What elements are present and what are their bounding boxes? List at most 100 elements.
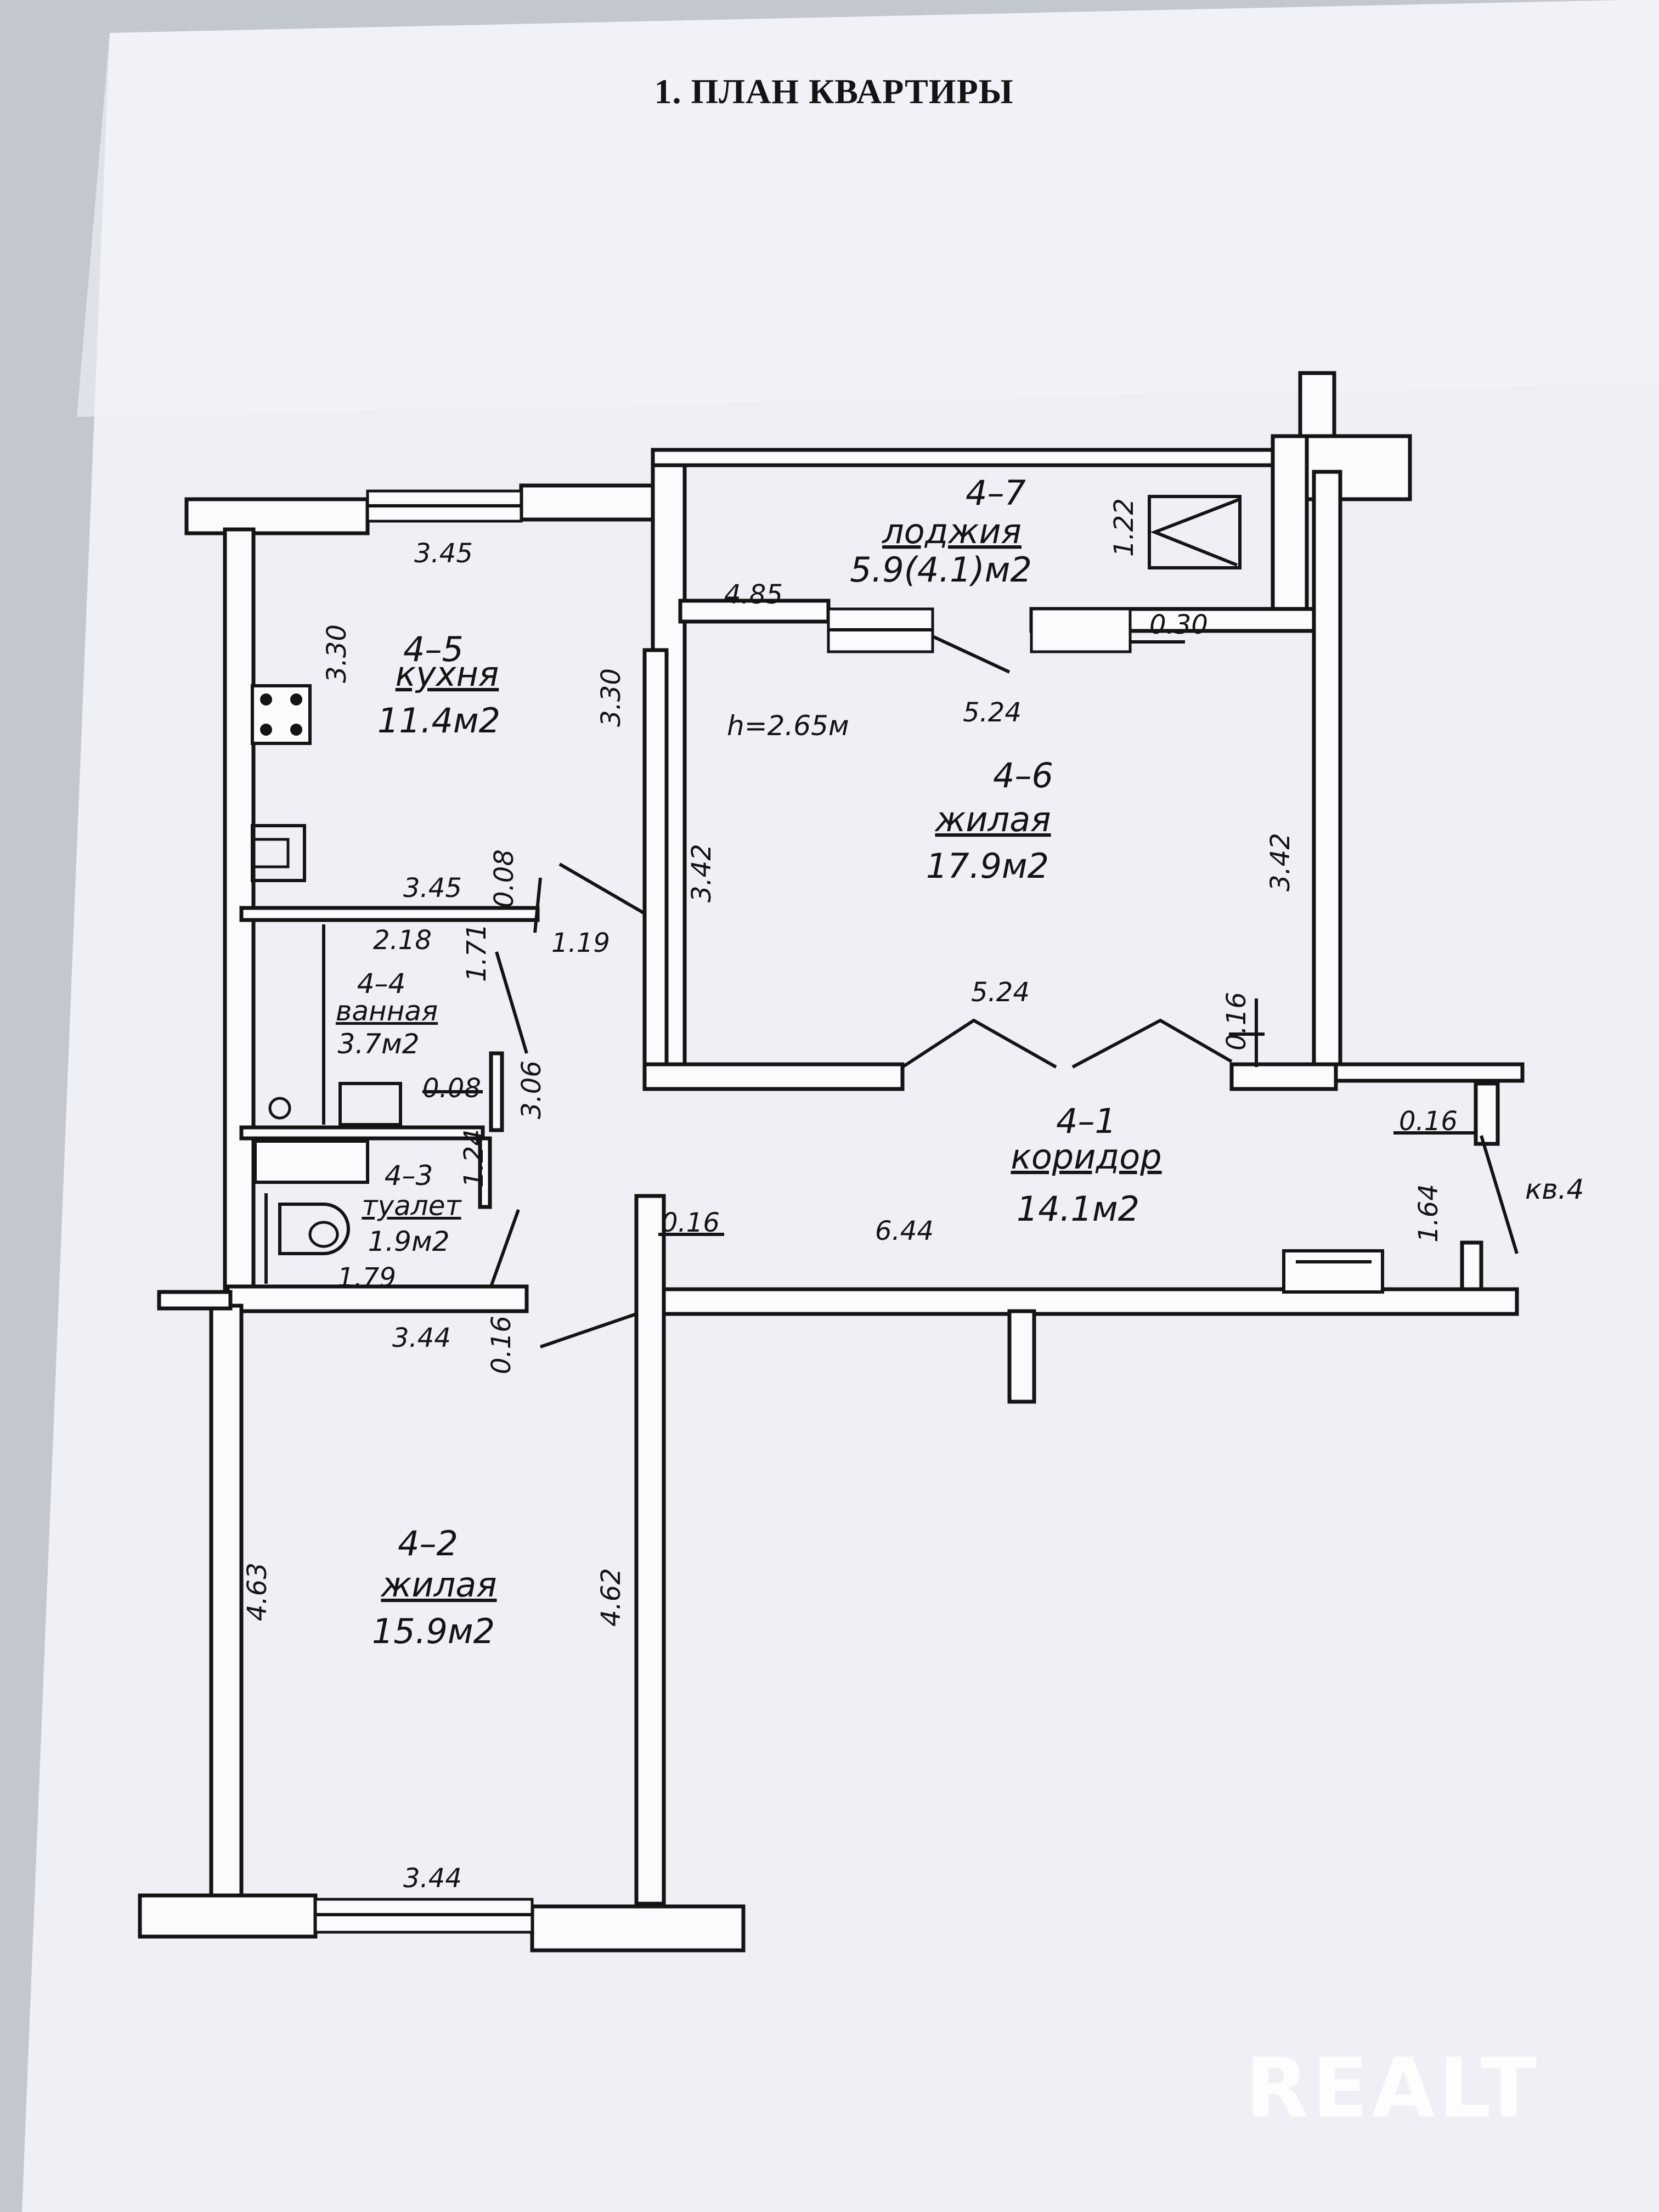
doors <box>489 635 1519 1348</box>
toilet-bowl <box>278 1203 350 1255</box>
living-large-id: 4–6 <box>993 755 1053 795</box>
dim-corridor-narrow: 1.19 <box>551 928 610 958</box>
dim-corridor-length: 6.44 <box>875 1216 934 1246</box>
loggia-door-frame-right <box>1030 607 1132 653</box>
toilet-right-stub <box>478 1136 492 1209</box>
dim-bath-wall: 0.08 <box>422 1073 481 1104</box>
entry-cabinet <box>1282 1249 1384 1294</box>
dim-small-bottom: 3.44 <box>403 1863 462 1894</box>
loggia-id: 4–7 <box>966 473 1026 513</box>
dim-living-bottom: 5.24 <box>971 977 1030 1008</box>
dimension-labels: 3.45 3.30 3.30 3.45 0.08 4.85 1.22 0.30 … <box>242 498 1458 1894</box>
small-bottom-wall-right <box>530 1904 746 1953</box>
dim-kitchen-bottom: 3.45 <box>403 873 462 904</box>
kitchen-bath-partition <box>239 906 540 922</box>
small-living-right-wall <box>634 1194 666 1906</box>
dim-small-top: 3.44 <box>392 1323 451 1353</box>
dim-kitchen-top: 3.45 <box>414 538 473 569</box>
living-small-label: 4–2 жилая 15.9м2 <box>372 1523 497 1651</box>
dim-loggia-height: 1.22 <box>1109 498 1139 557</box>
loggia-right-wall <box>1271 434 1309 614</box>
kitchen-top-wall-left <box>184 497 370 535</box>
dim-living-right: 3.42 <box>1265 833 1296 891</box>
loggia-name: лоджия <box>882 511 1022 551</box>
entry-top-wall <box>1334 1062 1525 1083</box>
dim-small-left: 4.63 <box>242 1562 273 1621</box>
realt-watermark: REALT <box>1245 2041 1541 2136</box>
living-small-area: 15.9м2 <box>372 1611 495 1651</box>
loggia-label: 4–7 лоджия 5.9(4.1)м2 <box>850 473 1032 590</box>
plan-heading: 1. ПЛАН КВАРТИРЫ <box>654 72 1014 111</box>
kitchen-id: 4–5 <box>403 629 464 669</box>
dim-corridor-left-height: 3.06 <box>516 1060 547 1119</box>
dim-toilet-height: 1.24 <box>459 1129 489 1188</box>
ceiling-height: h=2.65м <box>727 710 849 742</box>
bath-toilet-partition <box>239 1125 485 1141</box>
bathroom-name: ванная <box>336 995 438 1027</box>
entry-jamb-bottom <box>1460 1240 1483 1297</box>
dim-toilet-bottom: 1.79 <box>337 1262 396 1293</box>
living-large-label: 4–6 жилая 17.9м2 <box>926 755 1053 886</box>
stove <box>251 684 312 745</box>
kitchen-area: 11.4м2 <box>377 701 500 741</box>
living-small-id: 4–2 <box>398 1523 458 1564</box>
living-large-name: жилая <box>934 799 1051 839</box>
dim-kitchen-left: 3.30 <box>321 624 352 683</box>
toilet-tank <box>253 1139 369 1184</box>
dim-living-left: 3.42 <box>686 844 717 902</box>
bathroom-id: 4–4 <box>357 968 406 1000</box>
corridor-name: коридор <box>1011 1137 1161 1177</box>
toilet-area: 1.9м2 <box>368 1226 449 1257</box>
dim-living-top: 5.24 <box>963 697 1022 728</box>
dim-kitchen-wall: 0.08 <box>489 849 520 908</box>
fixtures <box>251 495 1384 1294</box>
dim-entry-wall: 0.16 <box>1399 1106 1458 1137</box>
toilet-bottom-wall <box>225 1284 529 1313</box>
dim-living-wall: 0.16 <box>1221 992 1252 1051</box>
bathroom-label: 4–4 ванная 3.7м2 <box>336 968 438 1060</box>
kitchen-sink <box>251 824 306 882</box>
walls <box>138 371 1525 1953</box>
toilet-label: 4–3 туалет 1.9м2 <box>362 1160 462 1257</box>
corridor-area: 14.1м2 <box>1017 1189 1139 1229</box>
corridor-stub-wall <box>1007 1309 1036 1404</box>
toilet-name: туалет <box>362 1190 462 1222</box>
corner-wall-left <box>157 1290 233 1311</box>
living-bottom-wall-right <box>1229 1062 1338 1091</box>
corridor-bottom-wall <box>659 1287 1519 1316</box>
dim-entry-width: 1.64 <box>1413 1184 1444 1243</box>
bath-drain <box>268 1097 291 1120</box>
loggia-bottom-wall-left <box>678 599 831 624</box>
dim-loggia-left: 4.85 <box>724 579 783 610</box>
living-bottom-wall-left <box>642 1062 905 1091</box>
leader-lines <box>422 640 1476 1236</box>
washbasin <box>338 1082 402 1126</box>
dim-bath-top: 2.18 <box>373 925 432 956</box>
bath-right-stub <box>489 1051 504 1132</box>
small-bottom-wall-left <box>138 1893 318 1939</box>
dim-corridor-wall: 0.16 <box>661 1207 720 1238</box>
dim-bath-side: 1.71 <box>461 923 492 982</box>
kitchen-label: 4–5 кухня 11.4м2 <box>377 629 500 741</box>
dim-small-right: 4.62 <box>596 1568 627 1627</box>
small-living-left-wall <box>209 1304 244 1903</box>
dim-loggia-wall: 0.30 <box>1149 610 1208 640</box>
loggia-parapet <box>651 448 1275 467</box>
entry-jamb-top <box>1474 1081 1500 1146</box>
living-small-name: жилая <box>380 1565 496 1605</box>
loggia-vent-box <box>1148 495 1242 569</box>
corridor-label: 4–1 коридор 14.1м2 <box>1011 1101 1161 1229</box>
kitchen-top-wall-right <box>519 483 661 522</box>
windows <box>314 489 1132 1934</box>
living-large-area: 17.9м2 <box>926 846 1049 886</box>
corridor-id: 4–1 <box>1056 1101 1116 1141</box>
toilet-id: 4–3 <box>385 1160 433 1192</box>
dim-kitchen-right: 3.30 <box>596 668 627 727</box>
living-left-wall <box>642 648 669 1091</box>
apartment-label: кв.4 <box>1525 1173 1584 1205</box>
dim-small-wall: 0.16 <box>486 1316 517 1374</box>
loggia-area: 5.9(4.1)м2 <box>850 550 1032 590</box>
bathroom-area: 3.7м2 <box>337 1028 419 1060</box>
